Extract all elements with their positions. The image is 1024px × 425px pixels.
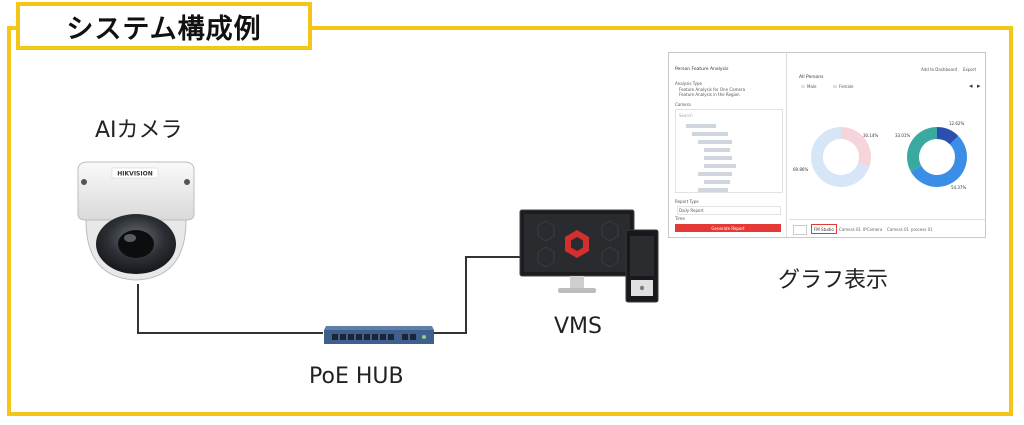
chart-title: All Persons: [799, 75, 824, 80]
donut-slice: [936, 127, 959, 145]
dashboard-header: Person Feature Analysis: [675, 67, 729, 72]
tree-row[interactable]: [704, 156, 732, 160]
hub-label: PoE HUB: [309, 364, 404, 389]
donut-slice: [907, 127, 938, 172]
donut-data-label: 69.86%: [793, 167, 808, 172]
donut-slice: [910, 135, 967, 187]
export-link[interactable]: Export: [963, 67, 977, 72]
diagram-frame: [7, 26, 1013, 416]
diagram-title: システム構成例: [66, 13, 262, 45]
tab-camera[interactable]: process 01: [911, 226, 933, 232]
tree-row[interactable]: [686, 124, 716, 128]
tree-row[interactable]: [698, 140, 732, 144]
camera-section-label: Camera: [675, 102, 691, 107]
tab-camera[interactable]: FM Studio: [811, 224, 837, 234]
analysis-option-two[interactable]: Feature Analysis in the Region: [679, 92, 740, 97]
tab-thumbnail[interactable]: [793, 225, 807, 235]
dashboard-left-panel: Person Feature Analysis Analysis Type Fe…: [669, 53, 787, 237]
dashboard-chart-panel: Add to Dashboard Export All Persons Male…: [791, 53, 985, 237]
legend-female: Female: [839, 84, 854, 89]
wire-hub-up: [465, 256, 467, 334]
camera-tree[interactable]: Search: [675, 109, 783, 193]
legend-male: Male: [807, 84, 817, 89]
tree-row[interactable]: [692, 132, 728, 136]
ai-camera-icon: HIKVISION: [77, 161, 195, 281]
tree-row[interactable]: [698, 188, 728, 192]
report-type-label: Report Type: [675, 199, 699, 204]
wire-camera-to-hub: [137, 332, 323, 334]
wire-hub-out: [434, 332, 466, 334]
dashboard-screenshot: Person Feature Analysis Analysis Type Fe…: [668, 52, 986, 238]
graph-label: グラフ表示: [778, 268, 889, 293]
donut-data-label: 33.01%: [895, 133, 910, 138]
donut-data-label: 30.14%: [863, 133, 878, 138]
tree-row[interactable]: [704, 148, 730, 152]
camera-tabbar: FM Studio Camera 01 IPCamera Camera 01 p…: [789, 219, 985, 237]
time-label: Time: [675, 216, 685, 221]
camera-label: AIカメラ: [95, 118, 183, 143]
add-to-dashboard-link[interactable]: Add to Dashboard: [921, 67, 958, 72]
donut-chart-age: 12.62% 54.37% 33.01%: [895, 121, 967, 190]
camera-brand-text: HIKVISION: [117, 171, 152, 178]
analysis-type-label: Analysis Type: [675, 81, 702, 86]
donut-slice: [811, 127, 870, 187]
analysis-option-one[interactable]: Feature Analysis for One Camera: [679, 87, 746, 92]
wire-to-vms: [465, 256, 523, 258]
title-box: システム構成例: [16, 2, 312, 50]
donut-data-label: 12.62%: [949, 121, 964, 126]
tab-camera[interactable]: Camera 01: [887, 226, 910, 232]
vms-label: VMS: [554, 314, 602, 339]
tab-camera[interactable]: Camera 01: [839, 226, 862, 232]
prev-arrow-icon[interactable]: ◂: [969, 82, 973, 90]
generate-report-button[interactable]: Generate Report: [675, 224, 781, 232]
legend-female-swatch: [833, 85, 837, 88]
donut-chart-gender: 30.14% 69.86%: [793, 127, 878, 187]
vms-workstation-icon: [519, 209, 659, 303]
tab-camera[interactable]: IPCamera: [863, 226, 883, 232]
camera-search[interactable]: Search: [679, 113, 693, 118]
tree-row[interactable]: [704, 164, 736, 168]
report-type-select[interactable]: Daily Report: [677, 206, 781, 215]
legend-male-swatch: [801, 85, 805, 88]
donut-data-label: 54.37%: [951, 185, 966, 190]
poe-hub-icon: [324, 326, 434, 344]
wire-camera-down: [137, 284, 139, 334]
next-arrow-icon[interactable]: ▸: [977, 82, 981, 90]
donut-slice: [840, 127, 871, 167]
tree-row[interactable]: [704, 180, 730, 184]
tree-row[interactable]: [698, 172, 732, 176]
